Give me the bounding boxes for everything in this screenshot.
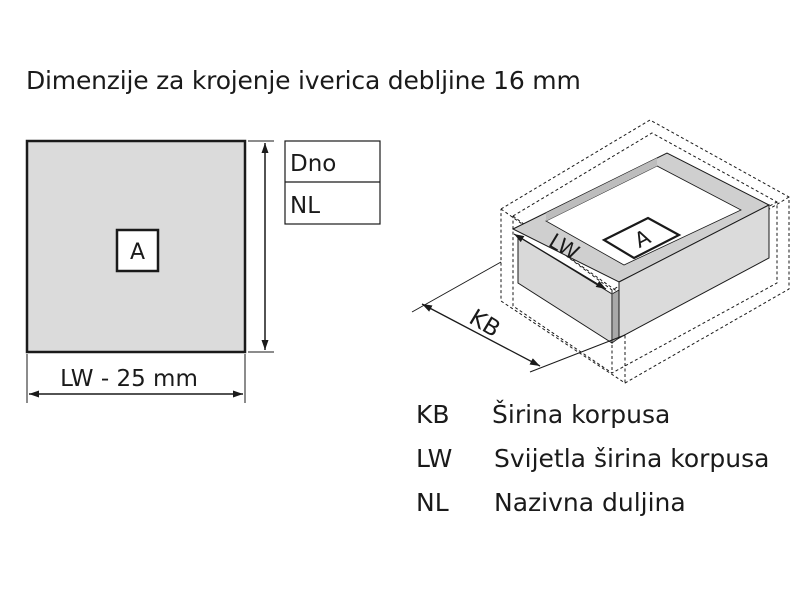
table-cell-dno: Dno bbox=[290, 151, 336, 177]
box-part-frame bbox=[601, 216, 682, 260]
legend-desc: Širina korpusa bbox=[492, 400, 671, 429]
drawer-box-diagram: A LW KB bbox=[411, 119, 790, 384]
panel-info-table: Dno NL bbox=[284, 140, 381, 225]
kb-dimension-line bbox=[421, 303, 541, 367]
legend-desc: Svijetla širina korpusa bbox=[494, 444, 770, 473]
panel-part-box bbox=[115, 228, 160, 273]
drawer-side bbox=[618, 204, 770, 339]
bottom-panel: A bbox=[25, 139, 247, 354]
legend-desc: Nazivna duljina bbox=[494, 488, 686, 517]
panel-part-label: A bbox=[130, 240, 145, 265]
panel-height-dimension bbox=[248, 140, 274, 353]
legend-abbr: KB bbox=[416, 400, 450, 429]
panel-width-label: LW - 25 mm bbox=[60, 366, 198, 392]
legend-abbr: NL bbox=[416, 488, 449, 517]
table-cell-nl: NL bbox=[290, 193, 320, 219]
lw-dimension-line bbox=[513, 233, 607, 290]
kb-label: KB bbox=[465, 305, 505, 343]
legend-abbr: LW bbox=[416, 444, 453, 473]
page-title: Dimenzije za krojenje iverica debljine 1… bbox=[26, 66, 581, 95]
panel-width-dimension: LW - 25 mm bbox=[26, 354, 246, 403]
